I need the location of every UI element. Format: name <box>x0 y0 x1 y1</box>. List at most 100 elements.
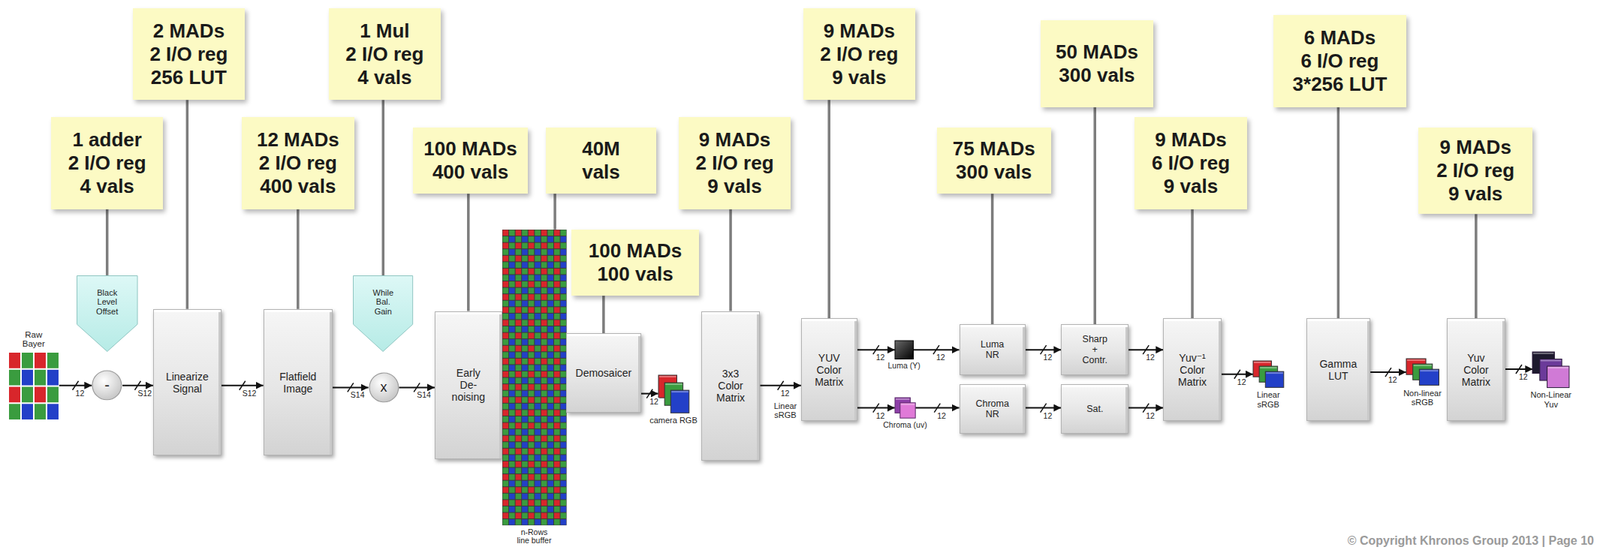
icon-highlight <box>665 383 682 386</box>
bayer-cell <box>541 397 548 404</box>
bayer-cell <box>515 249 522 256</box>
bayer-cell <box>509 313 516 320</box>
bayer-cell <box>547 281 554 288</box>
bayer-cell <box>541 390 548 397</box>
bayer-cell <box>521 313 528 320</box>
bayer-cell <box>560 371 567 378</box>
bayer-cell <box>502 467 509 474</box>
bayer-cell <box>515 474 522 481</box>
text-block: Raw Bayer <box>18 330 49 350</box>
bayer-cell <box>521 435 528 442</box>
bayer-cell <box>515 371 522 378</box>
cost-text: 50 MADs <box>1055 40 1139 64</box>
bayer-cell <box>547 256 554 263</box>
bayer-cell <box>534 461 541 468</box>
bayer-cell <box>502 435 509 442</box>
icon-uv-shape <box>894 397 916 419</box>
bit-width-label: 12 <box>935 353 947 362</box>
leader-line <box>827 99 831 319</box>
bayer-cell <box>502 294 509 301</box>
bayer-cell <box>534 416 541 423</box>
bayer-cell <box>509 281 516 288</box>
buffer-backing <box>502 229 567 526</box>
leader-line <box>1337 107 1341 319</box>
bayer-cell <box>502 249 509 256</box>
bayer-cell <box>541 236 548 243</box>
bayer-cell <box>541 506 548 513</box>
bayer-cell <box>527 384 534 391</box>
bayer-cell <box>554 287 561 294</box>
bayer-cell <box>9 403 21 420</box>
text-block: Luma (Y) <box>888 361 921 371</box>
box-label: Sharp + Contr. <box>1078 334 1111 367</box>
leader-line <box>1474 213 1478 319</box>
cost-text: 100 MADs <box>588 239 682 263</box>
bayer-cell <box>502 487 509 494</box>
bayer-cell <box>541 262 548 269</box>
bayer-cell <box>534 332 541 339</box>
bayer-image: Raw Bayer <box>8 352 60 421</box>
bayer-cell <box>521 249 528 256</box>
text-block: 6 MADs6 I/O reg3*256 LUT <box>1273 15 1407 107</box>
bayer-cell <box>547 448 554 455</box>
bayer-cell <box>502 474 509 481</box>
bayer-cell <box>509 506 516 513</box>
process-box: Yuv Color Matrix <box>1446 318 1505 422</box>
bayer-cell <box>502 416 509 423</box>
cost-text: 9 MADs <box>699 128 771 152</box>
bayer-cell <box>521 262 528 269</box>
bayer-cell <box>534 403 541 410</box>
bayer-cell <box>509 358 516 365</box>
bayer-cell <box>527 429 534 436</box>
text-block: Chroma (uv) <box>882 421 927 431</box>
bayer-cell <box>527 494 534 501</box>
bayer-cell <box>547 390 554 397</box>
bayer-cell <box>527 442 534 449</box>
bayer-cell <box>527 506 534 513</box>
bit-width-label: 12 <box>1145 412 1156 421</box>
bayer-cell <box>554 274 561 281</box>
leader-line <box>105 209 109 276</box>
bayer-cell <box>509 346 516 353</box>
bayer-cell <box>502 390 509 397</box>
text-block: Linear sRGB <box>1249 390 1287 409</box>
bayer-cell <box>527 229 534 236</box>
bayer-cell <box>560 364 567 371</box>
bayer-cell <box>527 236 534 243</box>
bayer-cell <box>502 307 509 314</box>
box-label: While Bal. Gain <box>367 288 399 317</box>
bayer-cell <box>554 435 561 442</box>
bayer-cell <box>515 448 522 455</box>
bayer-cell <box>554 487 561 494</box>
bayer-cell <box>515 480 522 487</box>
bayer-cell <box>547 346 554 353</box>
bayer-cell <box>521 461 528 468</box>
bayer-cell <box>547 268 554 275</box>
cost-text: 100 MADs <box>423 137 517 161</box>
bayer-cell <box>547 229 554 236</box>
bayer-cell <box>554 281 561 288</box>
cost-text: 9 vals <box>1163 174 1218 199</box>
cost-note: 75 MADs300 vals <box>937 127 1052 194</box>
text-block: 9 MADs2 I/O reg9 vals <box>678 117 791 209</box>
bayer-cell <box>515 301 522 308</box>
bayer-cell <box>21 403 34 420</box>
bayer-cell <box>527 339 534 346</box>
bayer-cell <box>515 500 522 507</box>
icon-highlight <box>895 398 910 401</box>
bayer-cell <box>534 494 541 501</box>
bayer-cell <box>515 346 522 353</box>
bayer-cell <box>515 429 522 436</box>
bayer-cell <box>521 294 528 301</box>
bayer-cell <box>534 358 541 365</box>
bayer-cell <box>502 461 509 468</box>
bayer-cell <box>541 346 548 353</box>
bayer-cell <box>515 274 522 281</box>
cost-text: 1 Mul <box>359 19 410 43</box>
bayer-cell <box>534 364 541 371</box>
text-block: 2 MADs2 I/O reg256 LUT <box>132 8 245 100</box>
cost-note: 6 MADs6 I/O reg3*256 LUT <box>1273 15 1407 107</box>
text-block: 40Mvals <box>545 127 657 194</box>
bayer-cell <box>534 429 541 436</box>
